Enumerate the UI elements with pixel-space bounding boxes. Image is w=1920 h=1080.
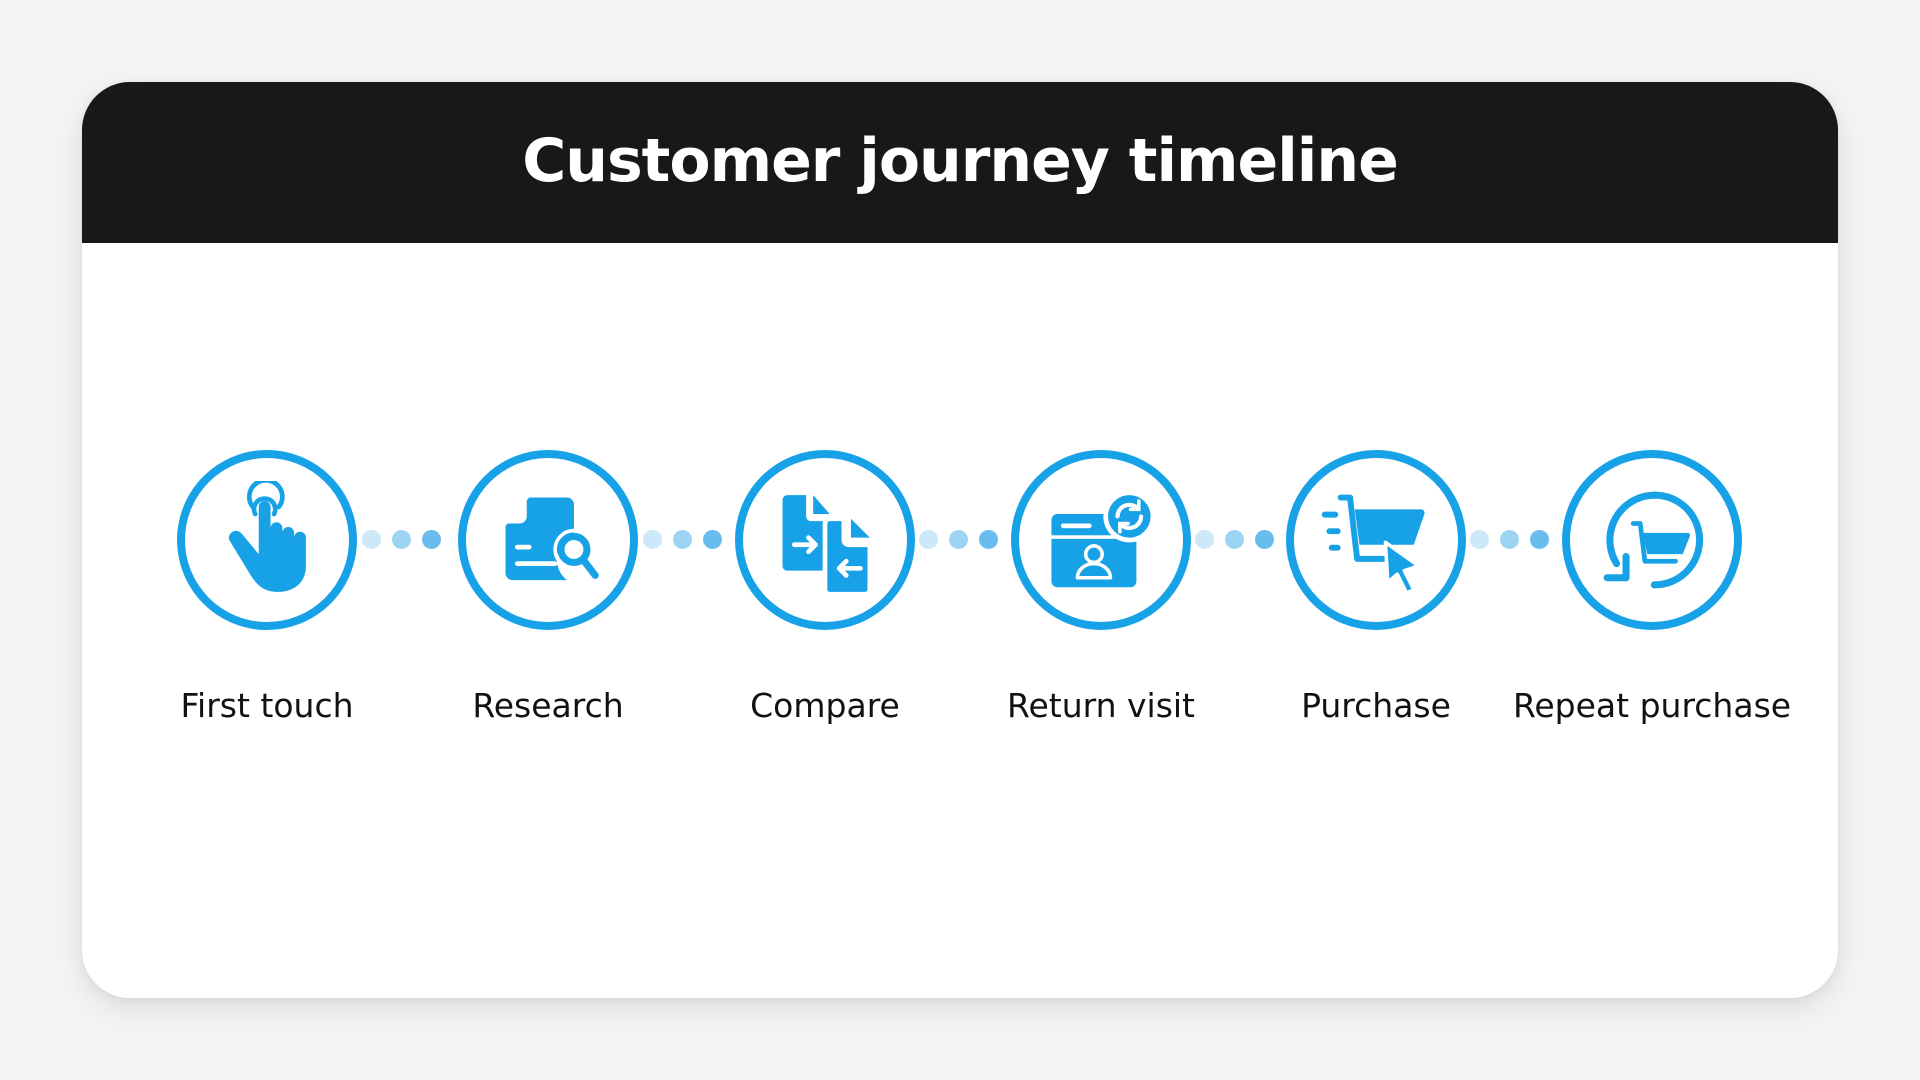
- timeline-step-return-visit: Return visit: [971, 450, 1231, 725]
- card-header: Customer journey timeline: [82, 82, 1838, 243]
- connector-dots: [919, 530, 998, 549]
- connector-dot: [1195, 530, 1214, 549]
- compare-documents-icon: [782, 495, 873, 597]
- step-label: Repeat purchase: [1512, 686, 1792, 725]
- timeline-step-first-touch: First touch: [137, 450, 397, 725]
- document-search-icon: [505, 497, 599, 581]
- cart-click-icon: [1321, 494, 1425, 595]
- connector-dots: [643, 530, 722, 549]
- connector-dot: [1225, 530, 1244, 549]
- connector-dot: [1500, 530, 1519, 549]
- journey-card: Customer journey timeline First touch: [82, 82, 1838, 998]
- page-title: Customer journey timeline: [522, 125, 1399, 196]
- connector-dots: [362, 530, 441, 549]
- step-circle: [1562, 450, 1742, 630]
- step-label: Purchase: [1301, 686, 1451, 725]
- connector-dot: [362, 530, 381, 549]
- step-circle: [1286, 450, 1466, 630]
- step-label: Compare: [750, 686, 900, 725]
- timeline-step-purchase: Purchase: [1246, 450, 1506, 725]
- connector-dot: [1255, 530, 1274, 549]
- connector-dot: [919, 530, 938, 549]
- timeline-step-compare: Compare: [695, 450, 955, 725]
- connector-dot: [392, 530, 411, 549]
- connector-dot: [422, 530, 441, 549]
- browser-user-refresh-icon: [1051, 490, 1156, 588]
- timeline-step-research: Research: [418, 450, 678, 725]
- step-label: Research: [472, 686, 624, 725]
- step-label: First touch: [180, 686, 354, 725]
- step-label: Return visit: [1007, 686, 1195, 725]
- step-circle: [1011, 450, 1191, 630]
- step-circle: [177, 450, 357, 630]
- tap-hand-icon: [228, 481, 306, 592]
- connector-dot: [703, 530, 722, 549]
- connector-dots: [1195, 530, 1274, 549]
- connector-dot: [949, 530, 968, 549]
- connector-dot: [673, 530, 692, 549]
- cart-repeat-icon: [1603, 491, 1704, 589]
- connector-dot: [643, 530, 662, 549]
- connector-dot: [979, 530, 998, 549]
- connector-dots: [1470, 530, 1549, 549]
- step-circle: [458, 450, 638, 630]
- timeline-step-repeat-purchase: Repeat purchase: [1513, 450, 1791, 725]
- step-circle: [735, 450, 915, 630]
- connector-dot: [1470, 530, 1489, 549]
- connector-dot: [1530, 530, 1549, 549]
- timeline: First touch Research: [82, 82, 1838, 998]
